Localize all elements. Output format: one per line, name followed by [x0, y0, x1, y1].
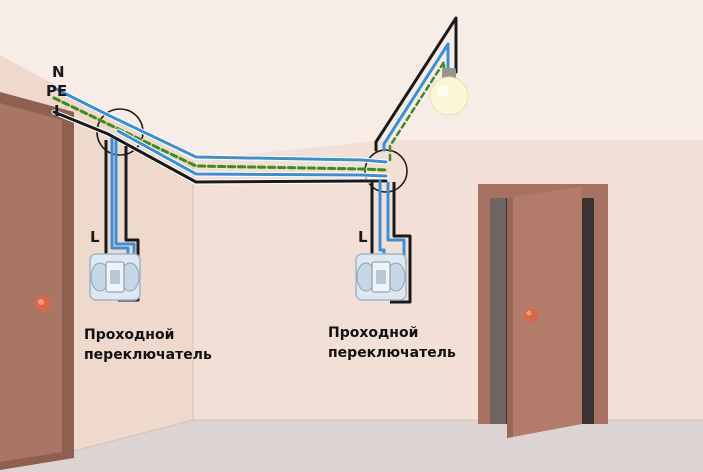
label-l: L: [54, 102, 64, 120]
junction-box-right: [364, 149, 408, 193]
label-n: N: [52, 63, 65, 81]
ceiling: [0, 0, 703, 160]
right-door-panel: [507, 186, 582, 438]
caption-left-switch: Проходной переключатель: [84, 325, 212, 365]
left-door: [0, 92, 74, 470]
wire-pe: [52, 96, 388, 172]
caption-left-line1: Проходной: [84, 327, 175, 343]
wire-bulb-line: [374, 16, 458, 152]
light-bulb: [429, 68, 469, 116]
right-door: [478, 184, 608, 438]
caption-right-line2: переключатель: [328, 345, 456, 361]
wire-traveler: [116, 129, 388, 178]
wire-line: [52, 110, 388, 184]
right-switch: [355, 253, 407, 301]
caption-right-line1: Проходной: [328, 325, 419, 341]
label-switch-right-l: L: [358, 228, 368, 246]
label-pe: PE: [46, 82, 68, 100]
right-door-knob: [524, 308, 538, 322]
wire-bulb-pe: [388, 60, 446, 162]
caption-left-line2: переключатель: [84, 347, 212, 363]
label-switch-left-l: L: [90, 228, 100, 246]
bulb-cable: [374, 16, 458, 162]
wire-bulb-neutral: [382, 42, 450, 152]
caption-right-switch: Проходной переключатель: [328, 323, 456, 363]
wire-neutral: [52, 86, 388, 164]
main-cable: [51, 85, 389, 185]
left-switch-drop: [104, 138, 140, 302]
left-switch: [89, 253, 141, 301]
